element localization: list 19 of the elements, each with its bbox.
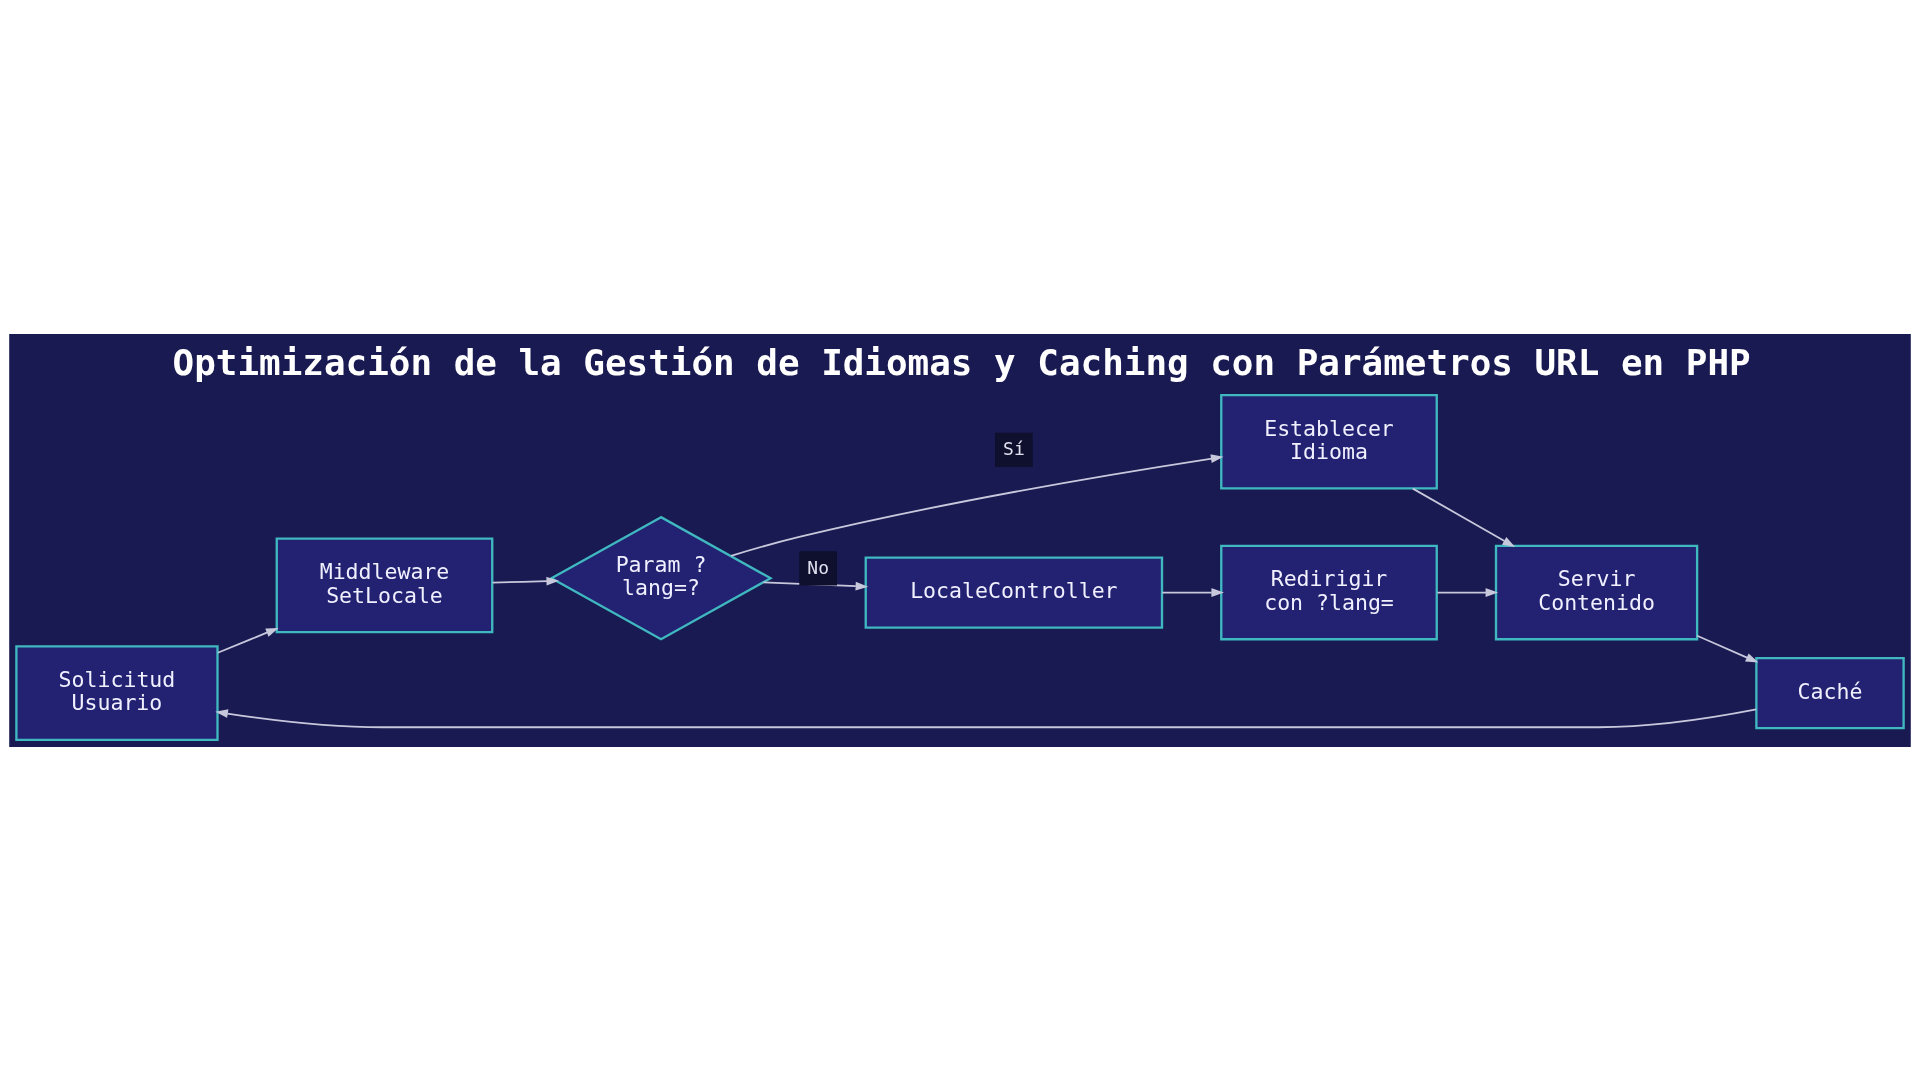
arrow <box>1696 634 1759 663</box>
edge-label: Sí <box>1003 437 1025 459</box>
node-box: Servir Contenido <box>1494 544 1699 640</box>
edge-label: No <box>807 556 829 578</box>
arrow <box>216 627 279 654</box>
arrow <box>491 576 560 586</box>
node-box: Solicitud Usuario <box>15 644 219 741</box>
arrow <box>730 453 1224 557</box>
node-box: Redirigir con ?lang= <box>1220 544 1438 640</box>
node-box: Establecer Idioma <box>1220 393 1438 490</box>
node-box: Caché <box>1755 656 1905 729</box>
arrow <box>1436 587 1499 597</box>
arrow <box>1412 487 1516 547</box>
node-box: LocaleController <box>864 555 1164 629</box>
node-diamond: Param ? lang=? <box>549 515 773 641</box>
node-box: Middleware SetLocale <box>275 537 494 633</box>
arrow <box>1161 587 1224 597</box>
diagram-title: Optimización de la Gestión de Idiomas y Caching con Parámetros URL en PHP <box>172 341 1751 383</box>
arrow <box>215 708 1758 728</box>
